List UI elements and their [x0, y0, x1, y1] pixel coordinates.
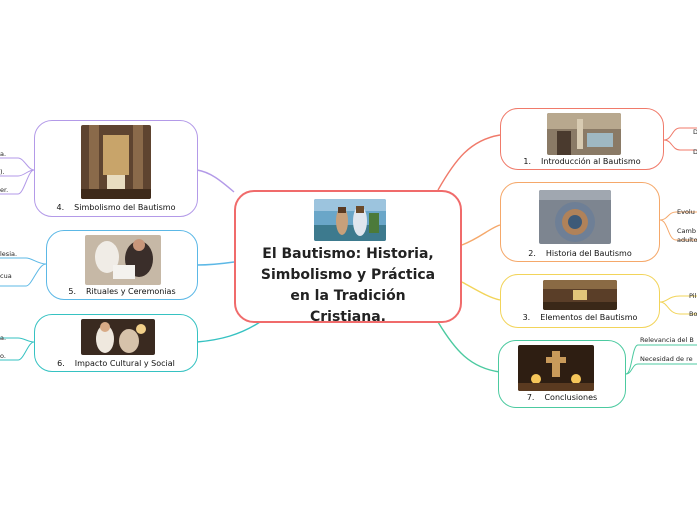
stone-mosaic-photo [539, 190, 611, 244]
topic-number: 7. [526, 393, 535, 402]
baptism-painting-image [314, 199, 386, 241]
leaf-text[interactable]: Necesidad de re [640, 355, 693, 363]
leaf-text[interactable]: er. [0, 186, 9, 194]
topic-label: Simbolismo del Bautismo [74, 203, 176, 212]
leaf-text[interactable]: o. [0, 352, 6, 360]
leaf-text[interactable]: Relevancia del B [640, 336, 694, 344]
central-topic[interactable]: El Bautismo: Historia, Simbolismo y Prác… [234, 190, 462, 325]
topic-number: 3. [522, 313, 531, 322]
central-title-line: El Bautismo: Historia, [262, 246, 434, 262]
topic-impacto[interactable]: 6. Impacto Cultural y Social [34, 314, 198, 372]
topic-rituales[interactable]: 5. Rituales y Ceremonias [46, 230, 198, 300]
topic-historia[interactable]: 2. Historia del Bautismo [500, 182, 660, 262]
leaf-text[interactable]: a. [0, 150, 7, 158]
leaf-text[interactable]: D [693, 148, 697, 156]
infant-baptism-photo [85, 235, 161, 285]
topic-label: Conclusiones [544, 393, 598, 402]
central-title-line: Simbolismo y Práctica [260, 267, 436, 283]
leaf-text[interactable]: Camb [677, 227, 696, 235]
leaf-text[interactable]: adulto [677, 236, 697, 244]
leaf-text[interactable]: D [693, 128, 697, 136]
topic-label: Elementos del Bautismo [540, 313, 638, 322]
leaf-text[interactable]: cua [0, 272, 12, 280]
baptistery-photo [547, 113, 621, 155]
topic-introduccion[interactable]: 1. Introducción al Bautismo [500, 108, 664, 170]
topic-conclusiones[interactable]: 7. Conclusiones [498, 340, 626, 408]
leaf-text[interactable]: Pil [689, 292, 697, 300]
leaf-text[interactable]: ). [0, 168, 5, 176]
topic-number: 4. [56, 203, 65, 212]
leaf-text[interactable]: Bo [689, 310, 697, 318]
leaf-text[interactable]: Evolu [677, 208, 695, 216]
church-interior-photo [81, 125, 151, 199]
ceremony-photo [81, 319, 155, 355]
topic-simbolismo[interactable]: 4. Simbolismo del Bautismo [34, 120, 198, 217]
topic-label: Impacto Cultural y Social [74, 359, 175, 368]
topic-number: 5. [68, 287, 76, 296]
candle-cross-photo [518, 345, 594, 391]
topic-number: 2. [528, 249, 536, 258]
leaf-text[interactable]: lesia. [0, 250, 18, 258]
topic-label: Introducción al Bautismo [541, 157, 641, 166]
sanctuary-photo [543, 280, 617, 310]
topic-elementos[interactable]: 3. Elementos del Bautismo [500, 274, 660, 328]
leaf-text[interactable]: a. [0, 334, 7, 342]
central-title-line: en la Tradición [290, 288, 406, 304]
topic-number: 1. [523, 157, 532, 166]
topic-label: Historia del Bautismo [545, 249, 632, 258]
topic-number: 6. [57, 359, 65, 368]
central-title-line: Cristiana. [310, 309, 386, 325]
topic-label: Rituales y Ceremonias [86, 287, 176, 296]
